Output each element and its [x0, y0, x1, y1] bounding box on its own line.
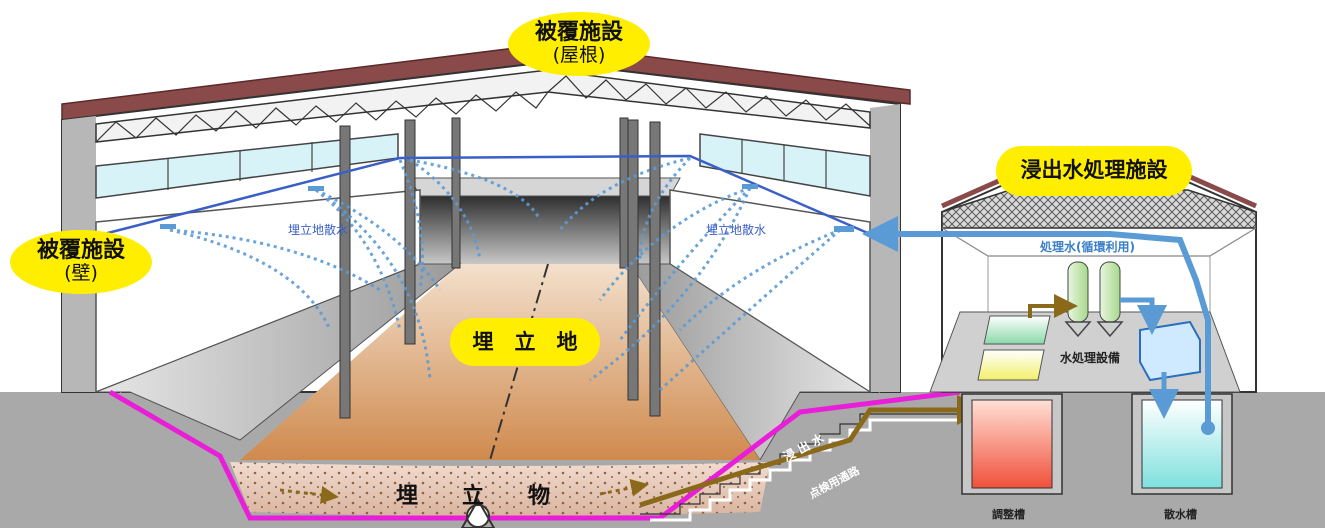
- sprinkler-heads: [160, 184, 854, 232]
- adjust-tank-label: 調整槽: [992, 508, 1025, 521]
- yellow-pool: [977, 349, 1045, 381]
- pit-flows: [279, 478, 649, 504]
- treated-water-label: 処理水(循環利用): [1040, 240, 1135, 254]
- wall-cover-bubble: 被覆施設 (壁): [10, 230, 152, 294]
- liner: [108, 389, 961, 521]
- landfill-site-label: 埋 立 地: [472, 330, 578, 354]
- blue-tank: [1139, 320, 1201, 382]
- sprinkler-pipes: [95, 154, 871, 238]
- columns: [339, 117, 661, 419]
- roof-cover-bubble: 被覆施設 (屋根): [508, 12, 650, 76]
- landfill-site-bubble: 埋 立 地: [450, 318, 600, 366]
- right-outer-wall: [870, 104, 900, 392]
- adjust-tank: [971, 399, 1053, 489]
- inspection-passage-steps: [650, 418, 960, 522]
- spray-lines: [169, 156, 841, 392]
- back-ledge: [409, 177, 681, 197]
- return-pipe: [862, 216, 1211, 428]
- treatment-towers: [1064, 261, 1124, 338]
- sprinkle-right-label: 埋立地散水: [706, 223, 767, 237]
- roof-cover-sub: (屋根): [552, 44, 606, 66]
- sprinkle-left-label: 埋立地散水: [288, 223, 349, 237]
- sprinkle-tank-label: 散水槽: [1164, 508, 1197, 521]
- wall-cover-sub: (壁): [64, 262, 98, 284]
- water-equipment-label: 水処理設備: [1060, 351, 1121, 365]
- green-pool: [983, 315, 1051, 345]
- roof-cover-title: 被覆施設: [534, 20, 623, 45]
- wall-cover-title: 被覆施設: [36, 238, 125, 263]
- leachate-facility-title: 浸出水処理施設: [1020, 158, 1168, 182]
- leachate-facility-bubble: 浸出水処理施設: [996, 146, 1192, 196]
- leachate-arrow: [639, 395, 987, 508]
- landfill-material-label: 埋 立 物: [396, 484, 551, 509]
- truss-zigzag: [95, 75, 871, 143]
